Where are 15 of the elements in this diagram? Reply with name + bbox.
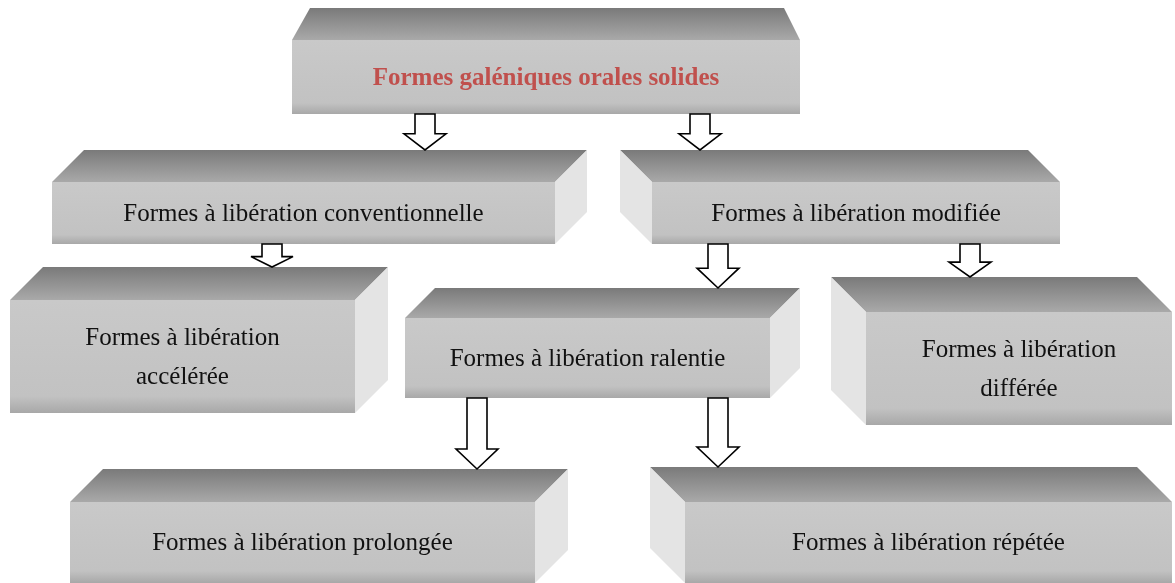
box-label: Formes à libération modifiée xyxy=(711,197,1001,228)
box-label: Formes à libération accélérée xyxy=(84,321,281,391)
block-arrow xyxy=(250,243,294,268)
block-arrow xyxy=(695,397,741,469)
box-label: Formes à libération répétée xyxy=(792,527,1065,558)
block-arrow xyxy=(454,397,500,471)
block-arrow xyxy=(695,243,741,290)
box-label: Formes à libération différée xyxy=(920,333,1118,403)
block-arrow xyxy=(676,113,724,151)
block-arrow xyxy=(946,243,994,278)
box-label: Formes à libération ralentie xyxy=(449,342,726,373)
box-label: Formes à libération prolongée xyxy=(152,527,453,558)
box-label: Formes à libération conventionnelle xyxy=(123,197,484,228)
box-label: Formes galéniques orales solides xyxy=(372,61,720,92)
block-arrow xyxy=(401,113,449,151)
